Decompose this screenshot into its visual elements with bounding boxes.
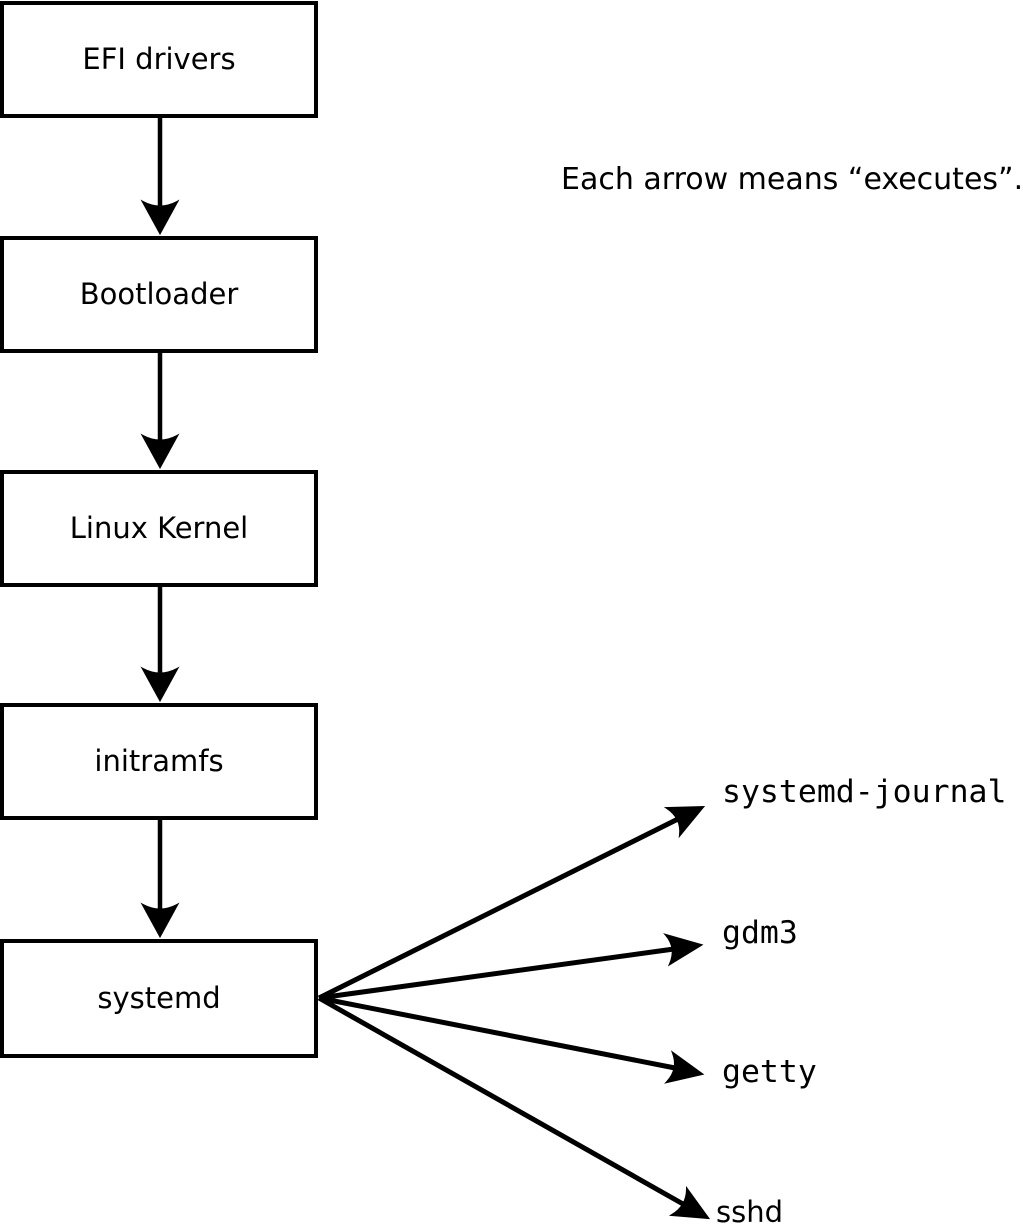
arrow-systemd-to-getty-icon [318,995,705,1084]
arrow-systemd-to-gdm3-icon [318,933,704,1001]
node-efi-drivers-label: EFI drivers [82,42,236,77]
node-initramfs: initramfs [0,703,318,820]
node-bootloader-label: Bootloader [79,277,239,312]
arrow-bootloader-to-kernel-icon [140,353,180,470]
annotation-arrow-meaning: Each arrow means “executes”. [561,162,1023,197]
label-systemd-journal: systemd-journal [722,774,1007,810]
node-bootloader: Bootloader [0,236,318,353]
node-initramfs-label: initramfs [94,744,224,779]
node-linux-kernel-label: Linux Kernel [69,511,249,546]
node-efi-drivers: EFI drivers [0,1,318,118]
arrow-kernel-to-initramfs-icon [140,587,180,703]
arrow-initramfs-to-systemd-icon [140,820,180,939]
label-sshd: sshd [716,1195,784,1229]
label-gdm3: gdm3 [722,915,798,951]
arrow-efi-to-bootloader-icon [140,118,180,236]
node-systemd-label: systemd [97,981,221,1016]
node-linux-kernel: Linux Kernel [0,470,318,587]
arrow-systemd-to-sshd-icon [317,995,711,1220]
node-systemd: systemd [0,939,318,1058]
label-getty: getty [722,1054,817,1090]
arrow-systemd-to-journal-icon [317,805,706,1001]
